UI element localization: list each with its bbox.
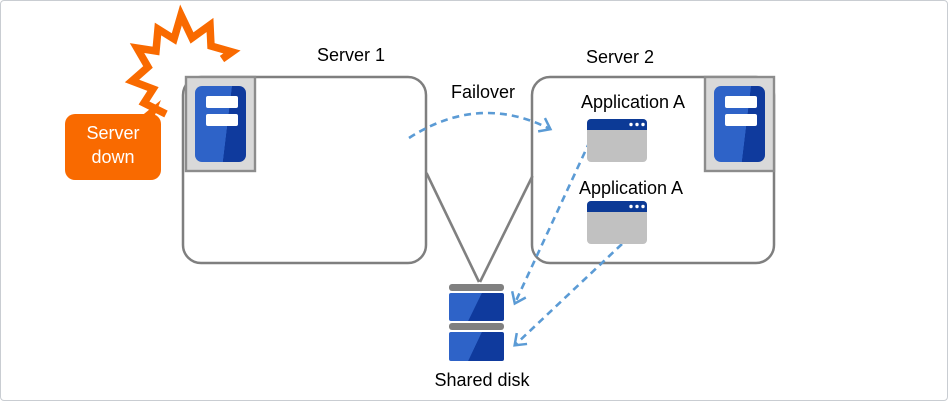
shared-disk-icon <box>449 284 504 361</box>
server-down-label: Server down <box>86 123 140 167</box>
server-tower-icon-1 <box>184 75 257 173</box>
failover-arrow <box>408 111 553 140</box>
server1-label: Server 1 <box>316 45 386 65</box>
crash-spark-icon <box>124 4 241 118</box>
server-tower-icon-2 <box>703 75 776 173</box>
app-window-icon-top <box>587 119 647 162</box>
server1-disk-link-line <box>425 172 481 283</box>
server2-label: Server 2 <box>585 47 655 67</box>
app-top-to-disk-arrow <box>510 140 592 306</box>
server2-disk-link-line <box>478 175 534 283</box>
server-down-callout <box>65 100 161 180</box>
application-a-top-label: Application A <box>580 92 686 112</box>
application-a-bottom-label: Application A <box>578 178 684 198</box>
failover-label: Failover <box>450 82 516 102</box>
app-window-icon-bottom <box>587 201 647 244</box>
shared-disk-label: Shared disk <box>434 370 530 390</box>
app-bottom-to-disk-arrow <box>513 243 623 347</box>
